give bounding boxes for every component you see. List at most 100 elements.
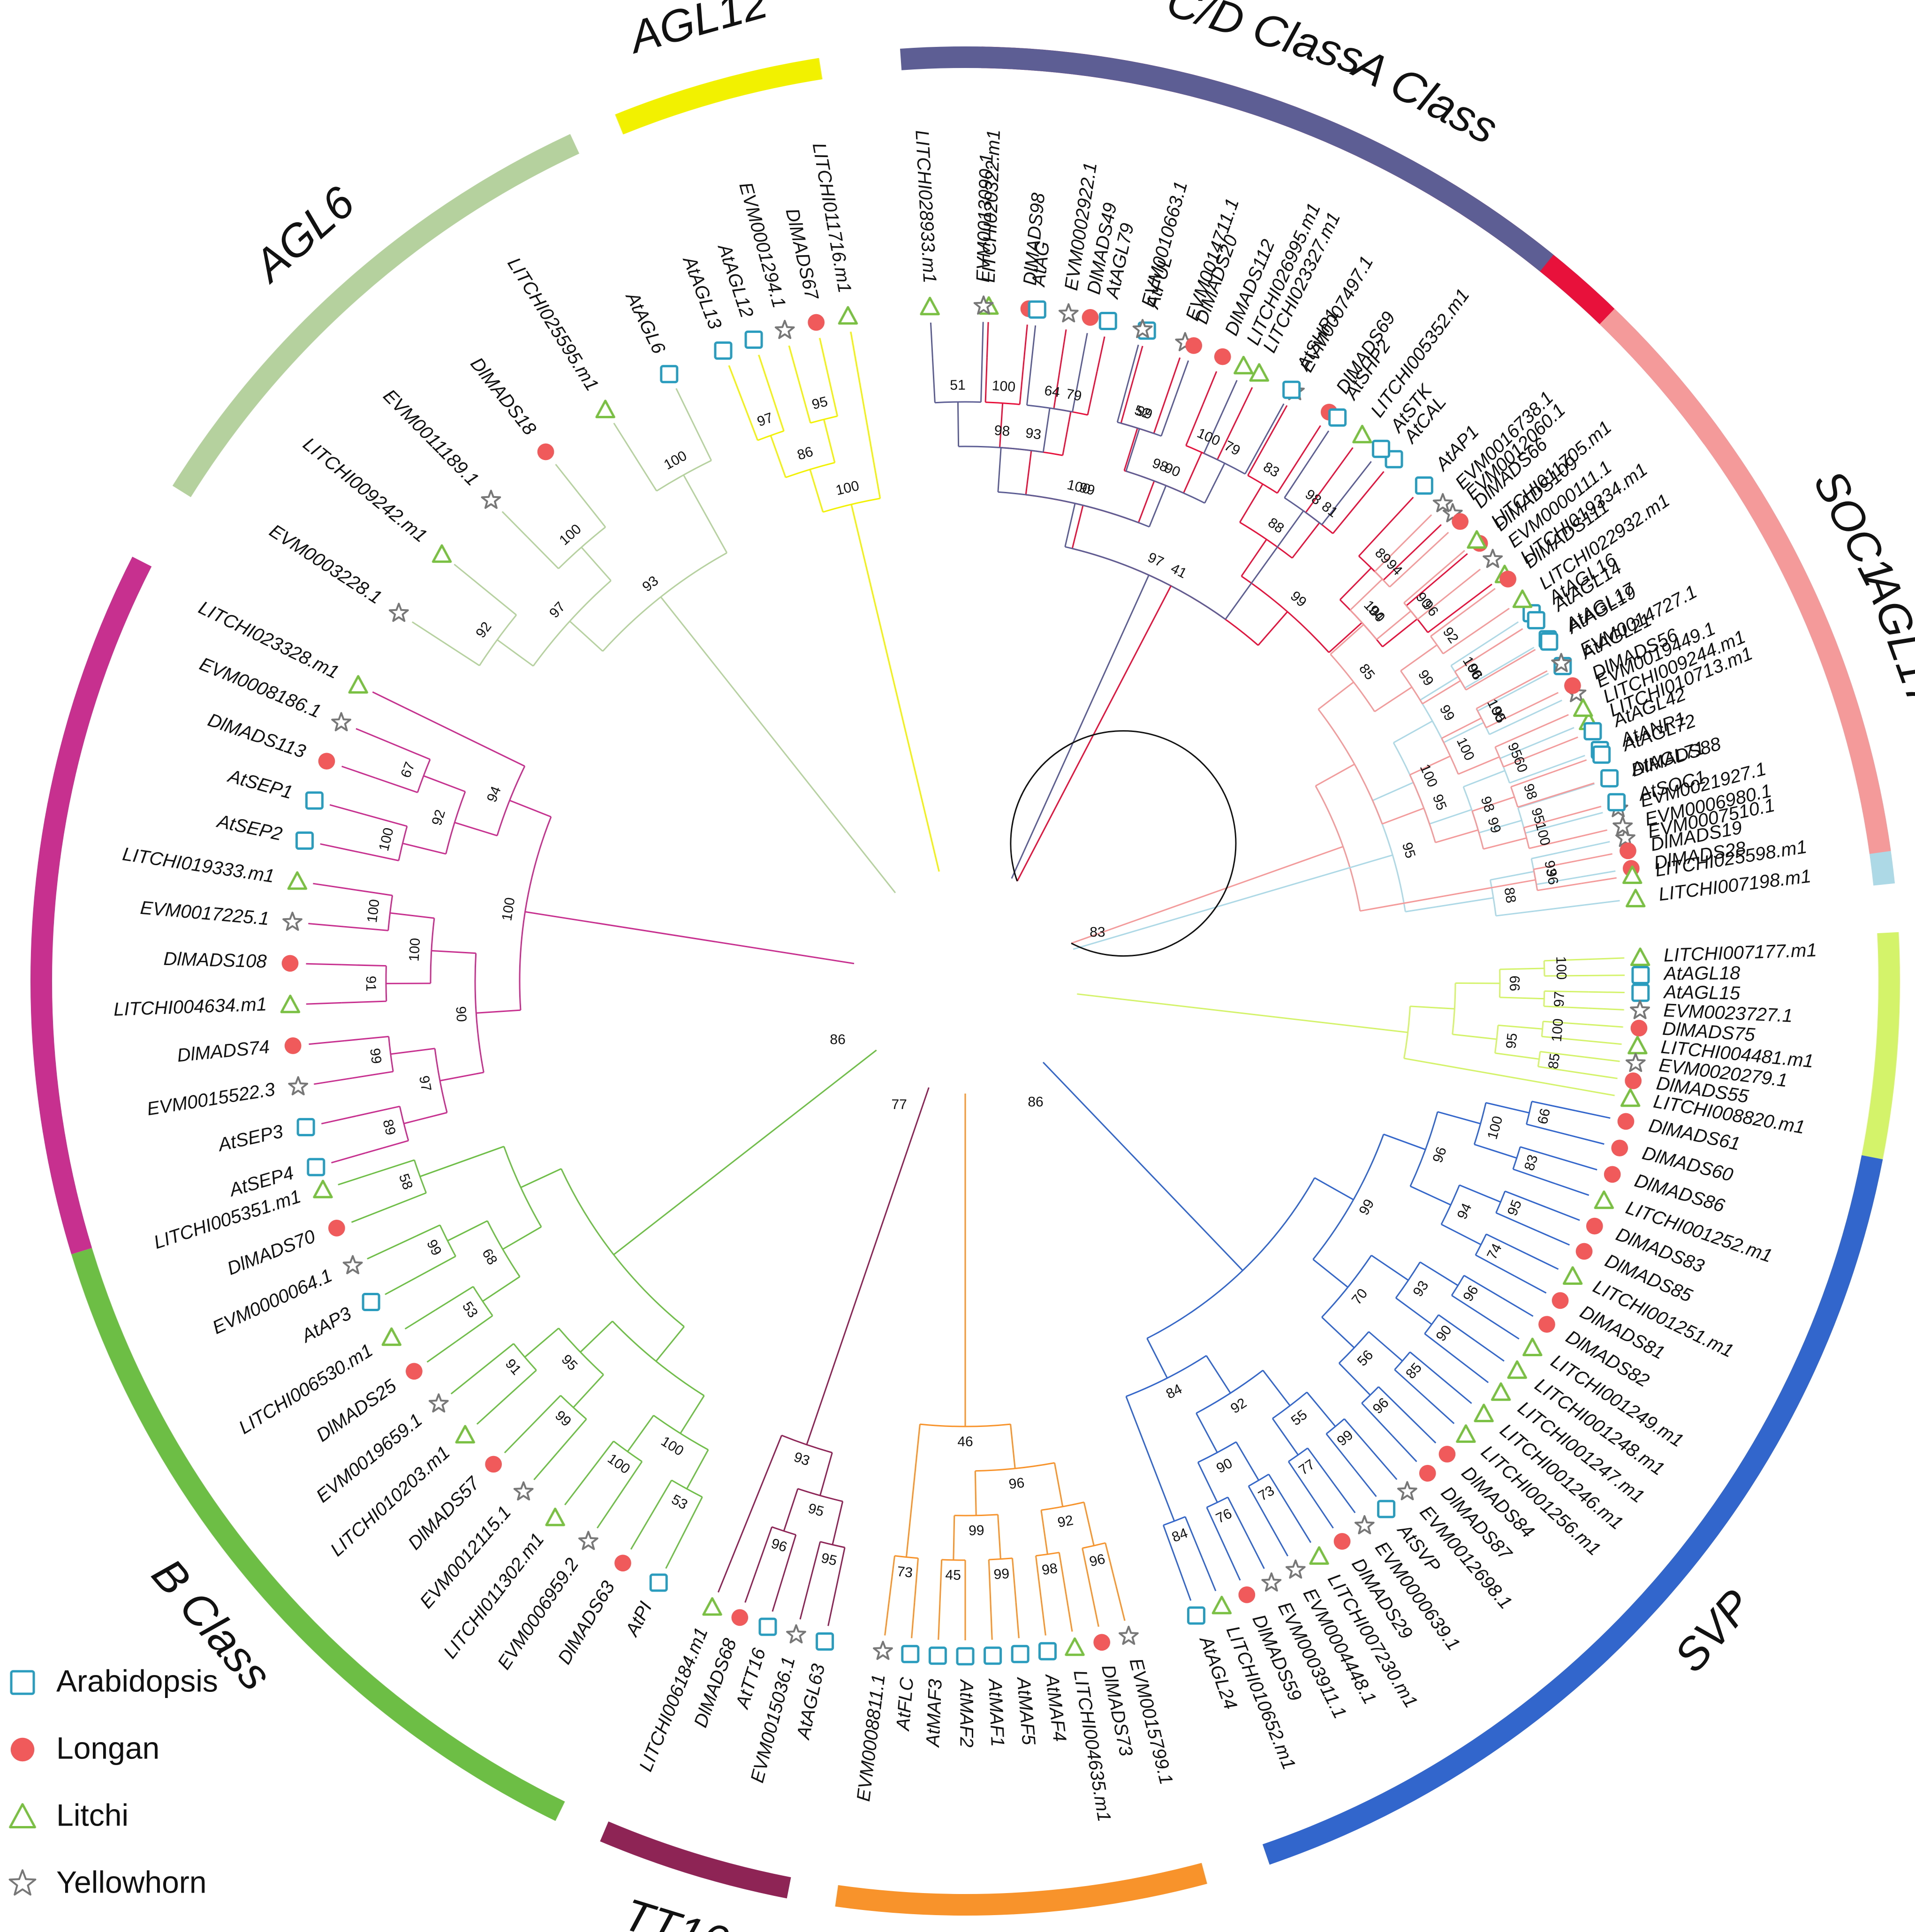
branch-arc (820, 1541, 845, 1548)
support-value: 73 (896, 1564, 914, 1581)
support-value: 95 (810, 394, 829, 413)
branch (1430, 609, 1467, 637)
terminal-branch (1504, 649, 1536, 668)
branch-arc (1394, 1351, 1411, 1370)
terminal-branch (501, 511, 528, 538)
leaf-marker-dlmads81 (1552, 1292, 1569, 1309)
terminal-branch (1312, 1498, 1334, 1529)
terminal-branch (313, 883, 348, 890)
branch (1321, 489, 1350, 525)
branch (1053, 1463, 1064, 1507)
terminal-branch (1587, 1024, 1623, 1028)
branch (1072, 368, 1082, 412)
support-value: 100 (661, 448, 689, 473)
leaf-marker-dlmads84 (1438, 1446, 1456, 1463)
branch (482, 1276, 521, 1302)
clade-arc-agl15-18 (1862, 932, 1900, 1160)
leaf-label: AtSEP3 (215, 1121, 285, 1156)
branch (984, 357, 988, 402)
branch (655, 1326, 685, 1362)
branch (557, 1419, 587, 1454)
branch (1485, 1102, 1529, 1114)
leaf-marker-atag (1028, 300, 1046, 319)
leaf-marker-atagl14 (1527, 611, 1545, 630)
branch (1284, 460, 1310, 498)
branch (1206, 1507, 1226, 1548)
branch (1474, 1144, 1517, 1159)
branch (1277, 455, 1302, 494)
terminal-branch (1096, 336, 1105, 372)
leaf-marker-litchi006530-m1 (381, 1327, 401, 1346)
leaf-marker-litchi025598-m1 (1622, 865, 1643, 884)
branch (1544, 974, 1589, 977)
leaf-label: AtMAF1 (984, 1678, 1008, 1747)
leaf-marker-dlmads66 (1452, 513, 1469, 530)
backbone-support: 86 (830, 1032, 845, 1048)
terminal-branch (476, 1399, 504, 1425)
branch (1082, 1548, 1092, 1592)
legend-circle-icon (10, 1737, 35, 1762)
terminal-branch (1588, 1007, 1624, 1011)
branch (1451, 1295, 1490, 1321)
support-value: 84 (1170, 1525, 1190, 1546)
branch (403, 1112, 447, 1124)
branch (632, 453, 658, 491)
branch (1544, 990, 1589, 993)
branch (1374, 686, 1413, 712)
branch (1429, 809, 1472, 825)
branch (1244, 434, 1267, 475)
leaf-marker-dlmads108 (281, 955, 299, 972)
support-value: 97 (416, 1074, 434, 1093)
branch (1389, 556, 1423, 588)
branch-arc (989, 1557, 1013, 1561)
terminal-branch (1466, 588, 1496, 611)
branch (344, 1035, 389, 1041)
branch (931, 358, 936, 403)
clade-label-agl12: AGL12 (622, 0, 772, 63)
branch (1205, 1355, 1231, 1394)
branch (1064, 503, 1076, 547)
branch (416, 1255, 456, 1278)
terminal-branch (1353, 1468, 1377, 1497)
terminal-branch (1537, 1230, 1570, 1246)
branch (1010, 1424, 1016, 1469)
branch (399, 1224, 440, 1245)
branch (1518, 793, 1561, 809)
terminal-branch (1555, 1183, 1590, 1196)
branch (1490, 870, 1535, 881)
leaf-label: DlMADS74 (176, 1036, 271, 1066)
clade-label-agl6: AGL6 (242, 177, 364, 293)
terminal-branch (1546, 1207, 1580, 1221)
support-value: 99 (424, 1237, 444, 1258)
support-value: 74 (1484, 1241, 1505, 1262)
branch (1409, 1351, 1445, 1381)
branch (1204, 463, 1226, 504)
branch-arc (560, 1395, 587, 1420)
branch (770, 435, 787, 478)
branch (1486, 1233, 1527, 1254)
leaf-label: EVM0015522.3 (145, 1079, 276, 1120)
leaf-marker-evm0006980-1 (1612, 815, 1633, 835)
branch (435, 1286, 474, 1311)
support-value: 96 (1543, 868, 1561, 886)
branch (371, 1159, 415, 1175)
terminal-branch (412, 621, 443, 642)
branch-arc (1475, 1234, 1487, 1256)
support-value: 93 (792, 1449, 811, 1469)
terminal-branch (1579, 1088, 1615, 1096)
leaf-marker-dlmads73 (1093, 1634, 1111, 1651)
leaf-marker-litchi007177-m1 (1630, 947, 1650, 966)
branch (1153, 391, 1169, 434)
branch (1438, 1314, 1476, 1341)
branch (1454, 647, 1493, 672)
branch-arc (1451, 1275, 1465, 1296)
support-value: 55 (1288, 1407, 1310, 1428)
terminal-branch (744, 1569, 758, 1603)
leaf-marker-evm0003911-1 (1261, 1572, 1282, 1592)
support-value: 100 (364, 898, 383, 924)
leaf-label: AtMAF2 (956, 1679, 976, 1747)
branch (365, 1140, 409, 1154)
terminal-branch (675, 388, 693, 421)
branch (520, 1168, 562, 1188)
support-value: 64 (1043, 383, 1061, 400)
